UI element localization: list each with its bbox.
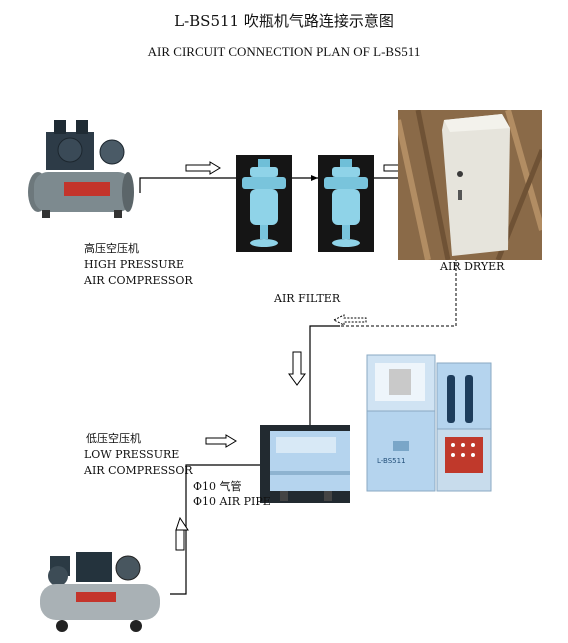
- air-filter-label: AIR FILTER: [274, 292, 341, 305]
- high-pressure-label-en-line2: AIR COMPRESSOR: [84, 274, 193, 287]
- air-dryer-image: [398, 110, 542, 260]
- pipe-dryer-to-machine: [309, 325, 340, 425]
- high-pressure-label-en-line1: HIGH PRESSURE: [84, 258, 184, 271]
- pipe-hp-to-filter: [139, 177, 236, 193]
- diagram-title-en: AIR CIRCUIT CONNECTION PLAN OF L-BS511: [147, 44, 421, 59]
- pipe-dryer-output-dashed: [340, 178, 457, 327]
- low-pressure-label-cn: 低压空压机: [86, 432, 141, 445]
- machine-closeup-image: [260, 425, 350, 503]
- flow-arrow-up: [175, 516, 189, 551]
- high-pressure-label-cn: 高压空压机: [84, 242, 139, 255]
- air-filter-image-2: [318, 155, 374, 252]
- pipe-label-en: Φ10 AIR PIPE: [193, 495, 271, 508]
- low-pressure-compressor-image: [36, 548, 164, 634]
- flow-arrow-right-lp: [205, 434, 237, 448]
- air-dryer-label: AIR DRYER: [440, 260, 505, 273]
- low-pressure-label-en-line1: LOW PRESSURE: [84, 448, 180, 461]
- high-pressure-compressor-image: [24, 112, 136, 220]
- low-pressure-label-en-line2: AIR COMPRESSOR: [84, 464, 193, 477]
- pipe-label-cn: Φ10 气管: [193, 480, 242, 493]
- blow-molding-machine-image: L-BS511: [365, 345, 495, 493]
- arrowhead-filter-link: [311, 175, 318, 181]
- flow-arrow-left-dashed: [332, 314, 367, 326]
- flow-arrow-down: [288, 351, 306, 386]
- diagram-title-cn: L-BS511 吹瓶机气路连接示意图: [174, 12, 394, 30]
- flow-arrow-right-hp: [185, 161, 221, 175]
- air-filter-image-1: [236, 155, 292, 252]
- machine-model-badge: L-BS511: [377, 457, 406, 465]
